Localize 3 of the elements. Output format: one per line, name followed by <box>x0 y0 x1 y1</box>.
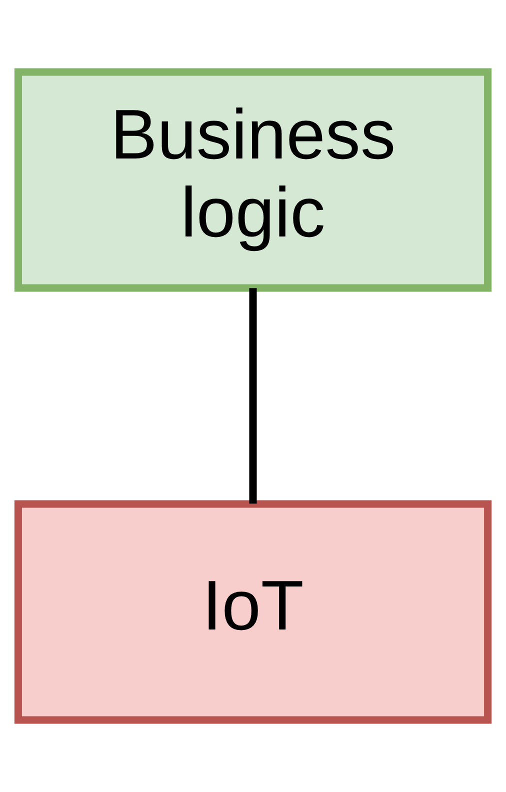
node-box: IoT <box>14 500 492 724</box>
node-box: Business logic <box>14 68 492 292</box>
connector <box>249 288 257 504</box>
